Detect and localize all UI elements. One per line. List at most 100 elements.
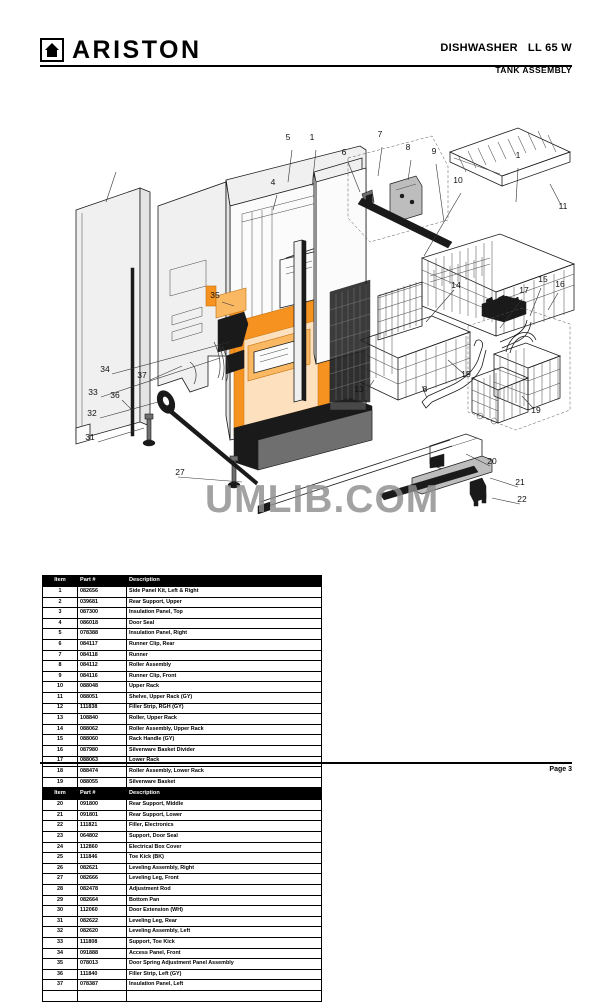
cell-desc: Insulation Panel, Top <box>126 607 322 619</box>
cell-item: 33 <box>42 937 78 949</box>
cell-part: 088060 <box>77 734 127 746</box>
cell-item: 7 <box>42 649 78 662</box>
rack-handle-part-2 <box>499 319 532 349</box>
column-header-part: Part # <box>77 575 127 587</box>
cell-part: 088055 <box>77 776 127 789</box>
cell-part: 088062 <box>77 723 127 736</box>
cell-item <box>42 989 78 1002</box>
cell-part: 078388 <box>77 628 127 640</box>
cell-part: 108840 <box>77 713 127 725</box>
column-header-description: Description <box>126 788 322 801</box>
cell-part: 091801 <box>77 809 127 822</box>
callout-9: 9 <box>432 146 437 156</box>
column-header-description: Description <box>126 575 322 587</box>
cell-item: 2 <box>42 596 78 609</box>
model-number: LL 65 W <box>527 42 572 54</box>
cell-item: 14 <box>42 723 78 736</box>
cell-desc: Insulation Panel, Left <box>126 979 322 991</box>
callout-8: 8 <box>423 384 428 394</box>
cell-part: 078013 <box>77 958 127 970</box>
callout-16: 16 <box>555 279 565 289</box>
cell-item: 18 <box>42 766 78 778</box>
callout-10: 10 <box>453 175 463 185</box>
cell-item: 22 <box>42 820 78 833</box>
cell-desc: Runner <box>126 649 322 662</box>
cell-desc: Door Seal <box>126 617 322 630</box>
cell-item: 21 <box>42 809 78 822</box>
cell-part: 084112 <box>77 660 127 672</box>
cell-item: 9 <box>42 670 78 683</box>
cell-desc: Rear Support, Upper <box>126 596 322 609</box>
house-logo-icon <box>40 38 64 62</box>
hinge-bracket-group <box>347 135 453 249</box>
toe-kick-part <box>379 455 493 501</box>
cell-item: 37 <box>42 979 78 991</box>
cell-item: 27 <box>42 873 78 886</box>
callout-7: 7 <box>378 129 383 139</box>
callout-35: 35 <box>210 290 220 300</box>
cell-desc: Side Panel Kit, Left & Right <box>126 586 322 598</box>
callout-13: 13 <box>354 384 364 394</box>
adjustment-rod-part <box>156 390 259 486</box>
cell-part: 086018 <box>77 617 127 630</box>
cell-desc: Toe Kick (BK) <box>126 852 322 864</box>
cell-desc: Rack Handle (GY) <box>126 734 322 746</box>
cell-part: 088474 <box>77 766 127 778</box>
cell-desc: Runner Clip, Rear <box>126 638 322 651</box>
cell-part: 111846 <box>77 852 127 864</box>
callout-19: 19 <box>531 405 541 415</box>
toe-kick-support-part <box>469 477 487 507</box>
callout-1: 1 <box>310 132 315 142</box>
cell-desc: Filler, Electronics <box>126 820 322 833</box>
column-header-part: Part # <box>77 788 127 801</box>
cell-part: 091888 <box>77 947 127 960</box>
table-row <box>42 989 322 1002</box>
assembly-title: TANK ASSEMBLY <box>495 65 572 75</box>
cell-desc: Filler Strip, Left (GY) <box>126 968 322 981</box>
cell-item: 25 <box>42 852 78 864</box>
brand-name: ARISTON <box>72 36 202 64</box>
cell-item: 24 <box>42 841 78 854</box>
cell-part: 084118 <box>77 649 127 662</box>
upper-rack-shelf-part <box>448 127 572 187</box>
header-divider <box>40 65 572 67</box>
cell-item: 34 <box>42 947 78 960</box>
cell-desc: Insulation Panel, Right <box>126 628 322 640</box>
table-header-row: Item Part # Description <box>42 788 322 801</box>
cell-item: 30 <box>42 905 78 917</box>
cell-desc: Leveling Assembly, Left <box>126 926 322 938</box>
cell-part: 082621 <box>77 862 127 875</box>
cell-part: 084116 <box>77 670 127 683</box>
callout-11: 11 <box>559 201 568 211</box>
callout-8: 8 <box>406 142 411 152</box>
cell-item: 31 <box>42 915 78 928</box>
cell-item: 4 <box>42 617 78 630</box>
cell-desc: Rear Support, Lower <box>126 809 322 822</box>
cell-item: 13 <box>42 713 78 725</box>
cell-part: 087980 <box>77 744 127 757</box>
column-header-item: Item <box>42 575 78 587</box>
page-number: Page 3 <box>549 766 572 773</box>
callout-1: 1 <box>516 150 521 160</box>
cell-desc: Leveling Leg, Rear <box>126 915 322 928</box>
cell-part: 087300 <box>77 607 127 619</box>
